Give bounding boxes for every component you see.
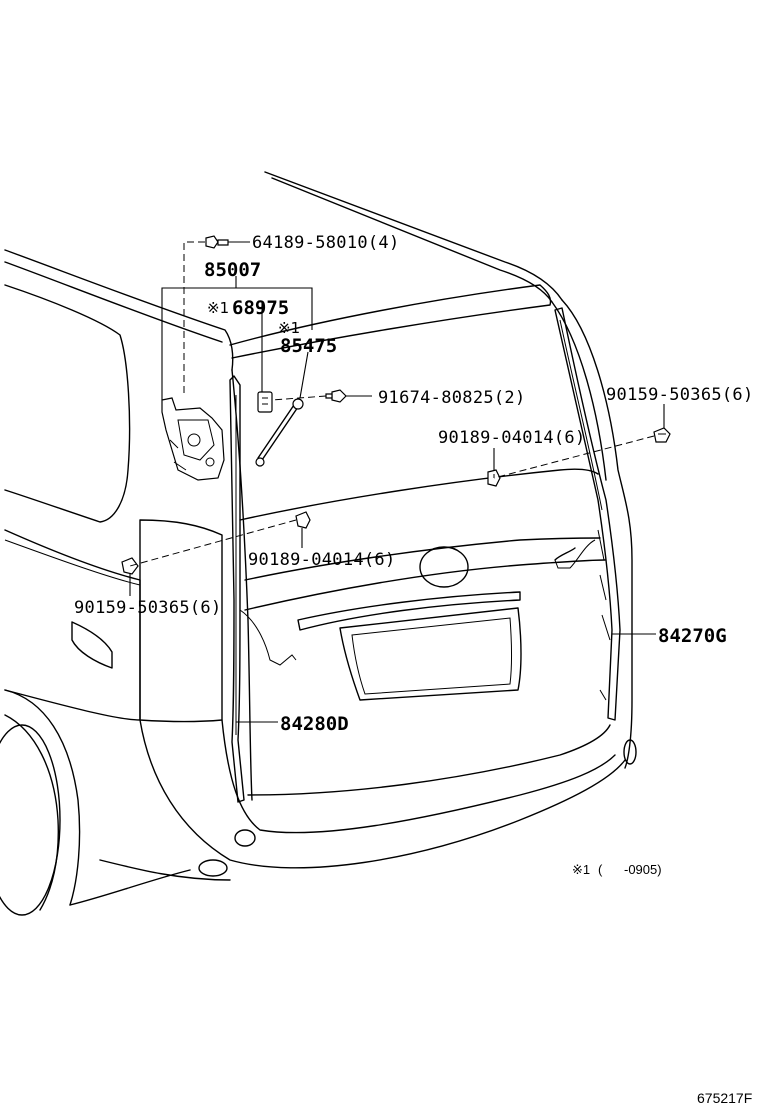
label-clip-90159-right: 90159-50365(6) <box>606 385 754 405</box>
clip-90159-left <box>121 557 139 575</box>
opener-rod <box>255 398 304 467</box>
label-seal-84280D: 84280D <box>280 713 349 735</box>
label-bolt-64189: 64189-58010(4) <box>252 233 400 253</box>
label-rod-mark: ※1 <box>278 319 300 337</box>
footnote: ※1 ( -0905) <box>572 862 662 877</box>
back-door-lock-assembly <box>161 397 225 481</box>
clip-90159-right <box>653 427 671 443</box>
footnote-mark: ※1 <box>572 862 590 877</box>
label-clip-90159-left: 90159-50365(6) <box>74 598 222 618</box>
label-motor-mark: ※1 <box>207 299 229 317</box>
vehicle-body <box>0 171 637 916</box>
weatherstrip-right-84270G <box>554 307 621 721</box>
label-screw-91674: 91674-80825(2) <box>378 388 526 408</box>
illustration-id: 675217F <box>697 1090 752 1106</box>
label-latch-85007: 85007 <box>204 259 261 281</box>
bolt-64189 <box>205 235 229 249</box>
screw-91674 <box>325 389 347 403</box>
door-lock-motor <box>257 391 273 413</box>
installation-lines <box>129 241 655 567</box>
clip-90189-mid <box>295 511 311 529</box>
label-clip-90189-mid: 90189-04014(6) <box>248 550 396 570</box>
label-seal-84270G: 84270G <box>658 625 727 647</box>
label-clip-90189-right: 90189-04014(6) <box>438 428 586 448</box>
weatherstrip-left-84280D <box>229 375 297 803</box>
label-motor-68975: 68975 <box>232 297 289 319</box>
label-rod-85475: 85475 <box>280 335 337 357</box>
leader-lines <box>129 241 665 723</box>
footnote-range: ( -0905) <box>598 862 662 877</box>
